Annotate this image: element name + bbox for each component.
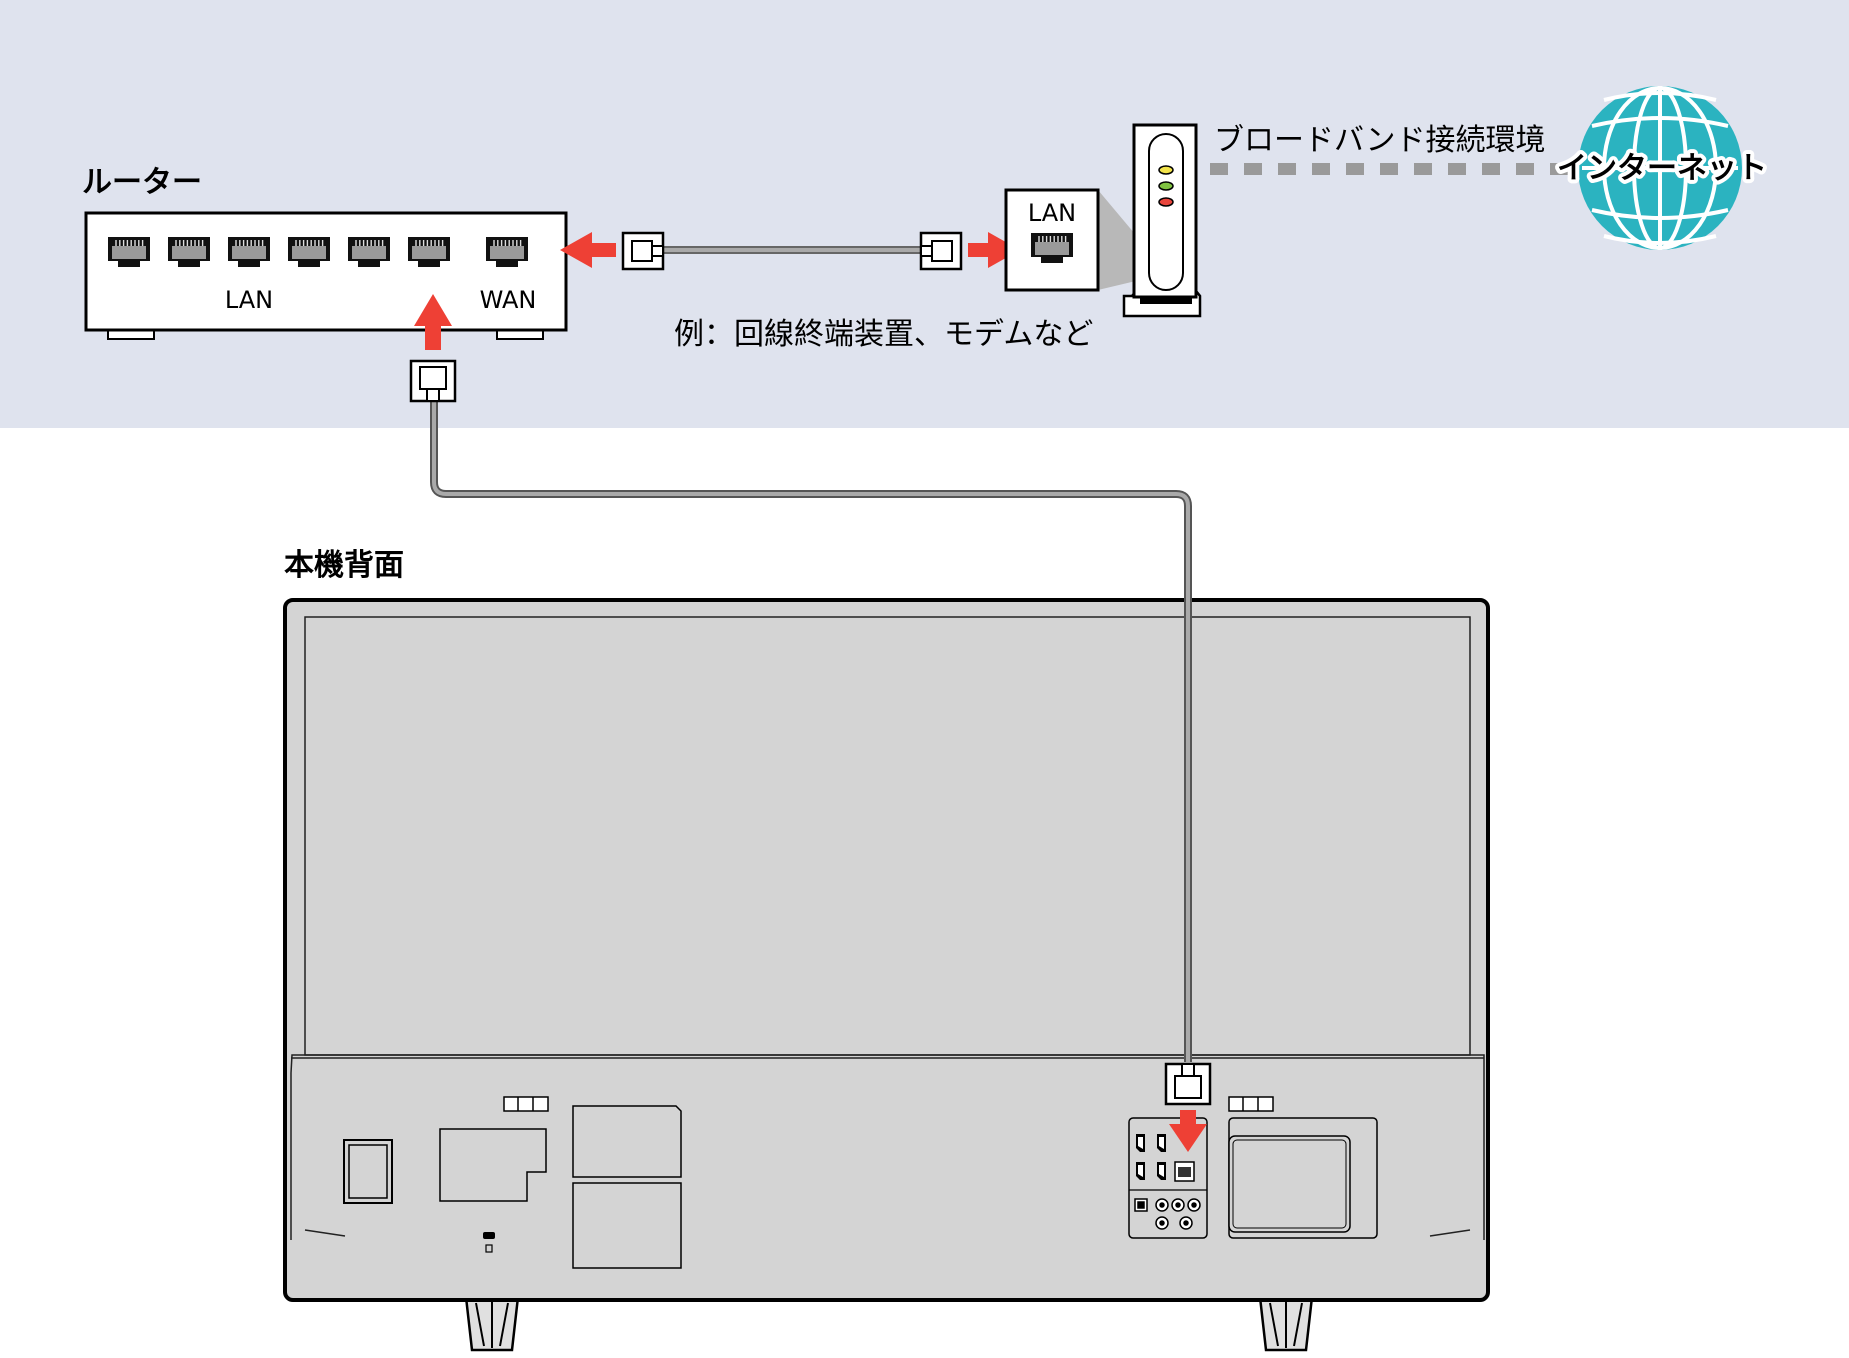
tv-panel [304,616,1471,1056]
clip-right [1228,1096,1274,1112]
rear-cover-1 [439,1128,547,1202]
lan-plug-router-side-icon [409,359,457,403]
router-wan-port-icon [486,237,528,267]
hdmi-port-icon [1136,1134,1166,1180]
rear-cover-right [1228,1117,1378,1239]
security-lock-icon [483,1232,495,1253]
rear-cover-3 [572,1182,682,1269]
arrow-to-router-wan-icon [560,232,616,268]
power-switch [343,1139,393,1204]
audio-jacks-icon [1134,1198,1201,1230]
modem-lan-port-callout: LAN [1004,188,1140,292]
modem-lan-port-icon [1031,233,1073,263]
lan-plug-right-icon [919,231,963,271]
router-lan-port-4-icon [288,237,330,267]
led-green-icon [1158,181,1174,191]
router-device: LAN WAN [84,211,568,340]
arrow-to-modem-lan-icon [968,232,1020,268]
arrow-to-router-lan-icon [414,294,452,350]
modem-lan-label: LAN [1028,199,1076,227]
internet-label: インターネット [1557,151,1767,186]
modem-device [1122,123,1202,318]
router-lan-port-3-icon [228,237,270,267]
lan-cable-router-tv [430,398,1192,1062]
tv-back-title: 本機背面 [284,548,404,583]
internet-globe-icon [1578,86,1742,250]
router-lan-port-1-icon [108,237,150,267]
modem-rj45-port-icon [1031,233,1073,263]
tv-stand-foot-right [1258,1295,1314,1352]
rear-cover-2 [572,1105,682,1178]
router-lan-label: LAN [225,286,273,314]
clip-left [503,1096,549,1112]
router-lan-ports [108,237,528,267]
router-lan-port-2-icon [168,237,210,267]
led-yellow-icon [1158,165,1174,175]
router-title: ルーター [82,165,202,200]
lan-plug-left-icon [621,231,665,271]
router-wan-label: WAN [480,286,537,314]
arrow-to-tv-lan-icon [1169,1110,1207,1152]
led-red-icon [1158,197,1174,207]
tv-stand-foot-left [464,1295,520,1352]
lan-plug-tv-side-icon [1164,1062,1212,1106]
tv-lan-port-icon [1174,1161,1195,1182]
router-lan-port-6-icon [408,237,450,267]
modem-caption: 例：回線終端装置、モデムなど [674,317,1093,352]
tv-terminal-area [290,1054,1485,1240]
router-lan-port-5-icon [348,237,390,267]
broadband-label: ブロードバンド接続環境 [1214,123,1546,158]
